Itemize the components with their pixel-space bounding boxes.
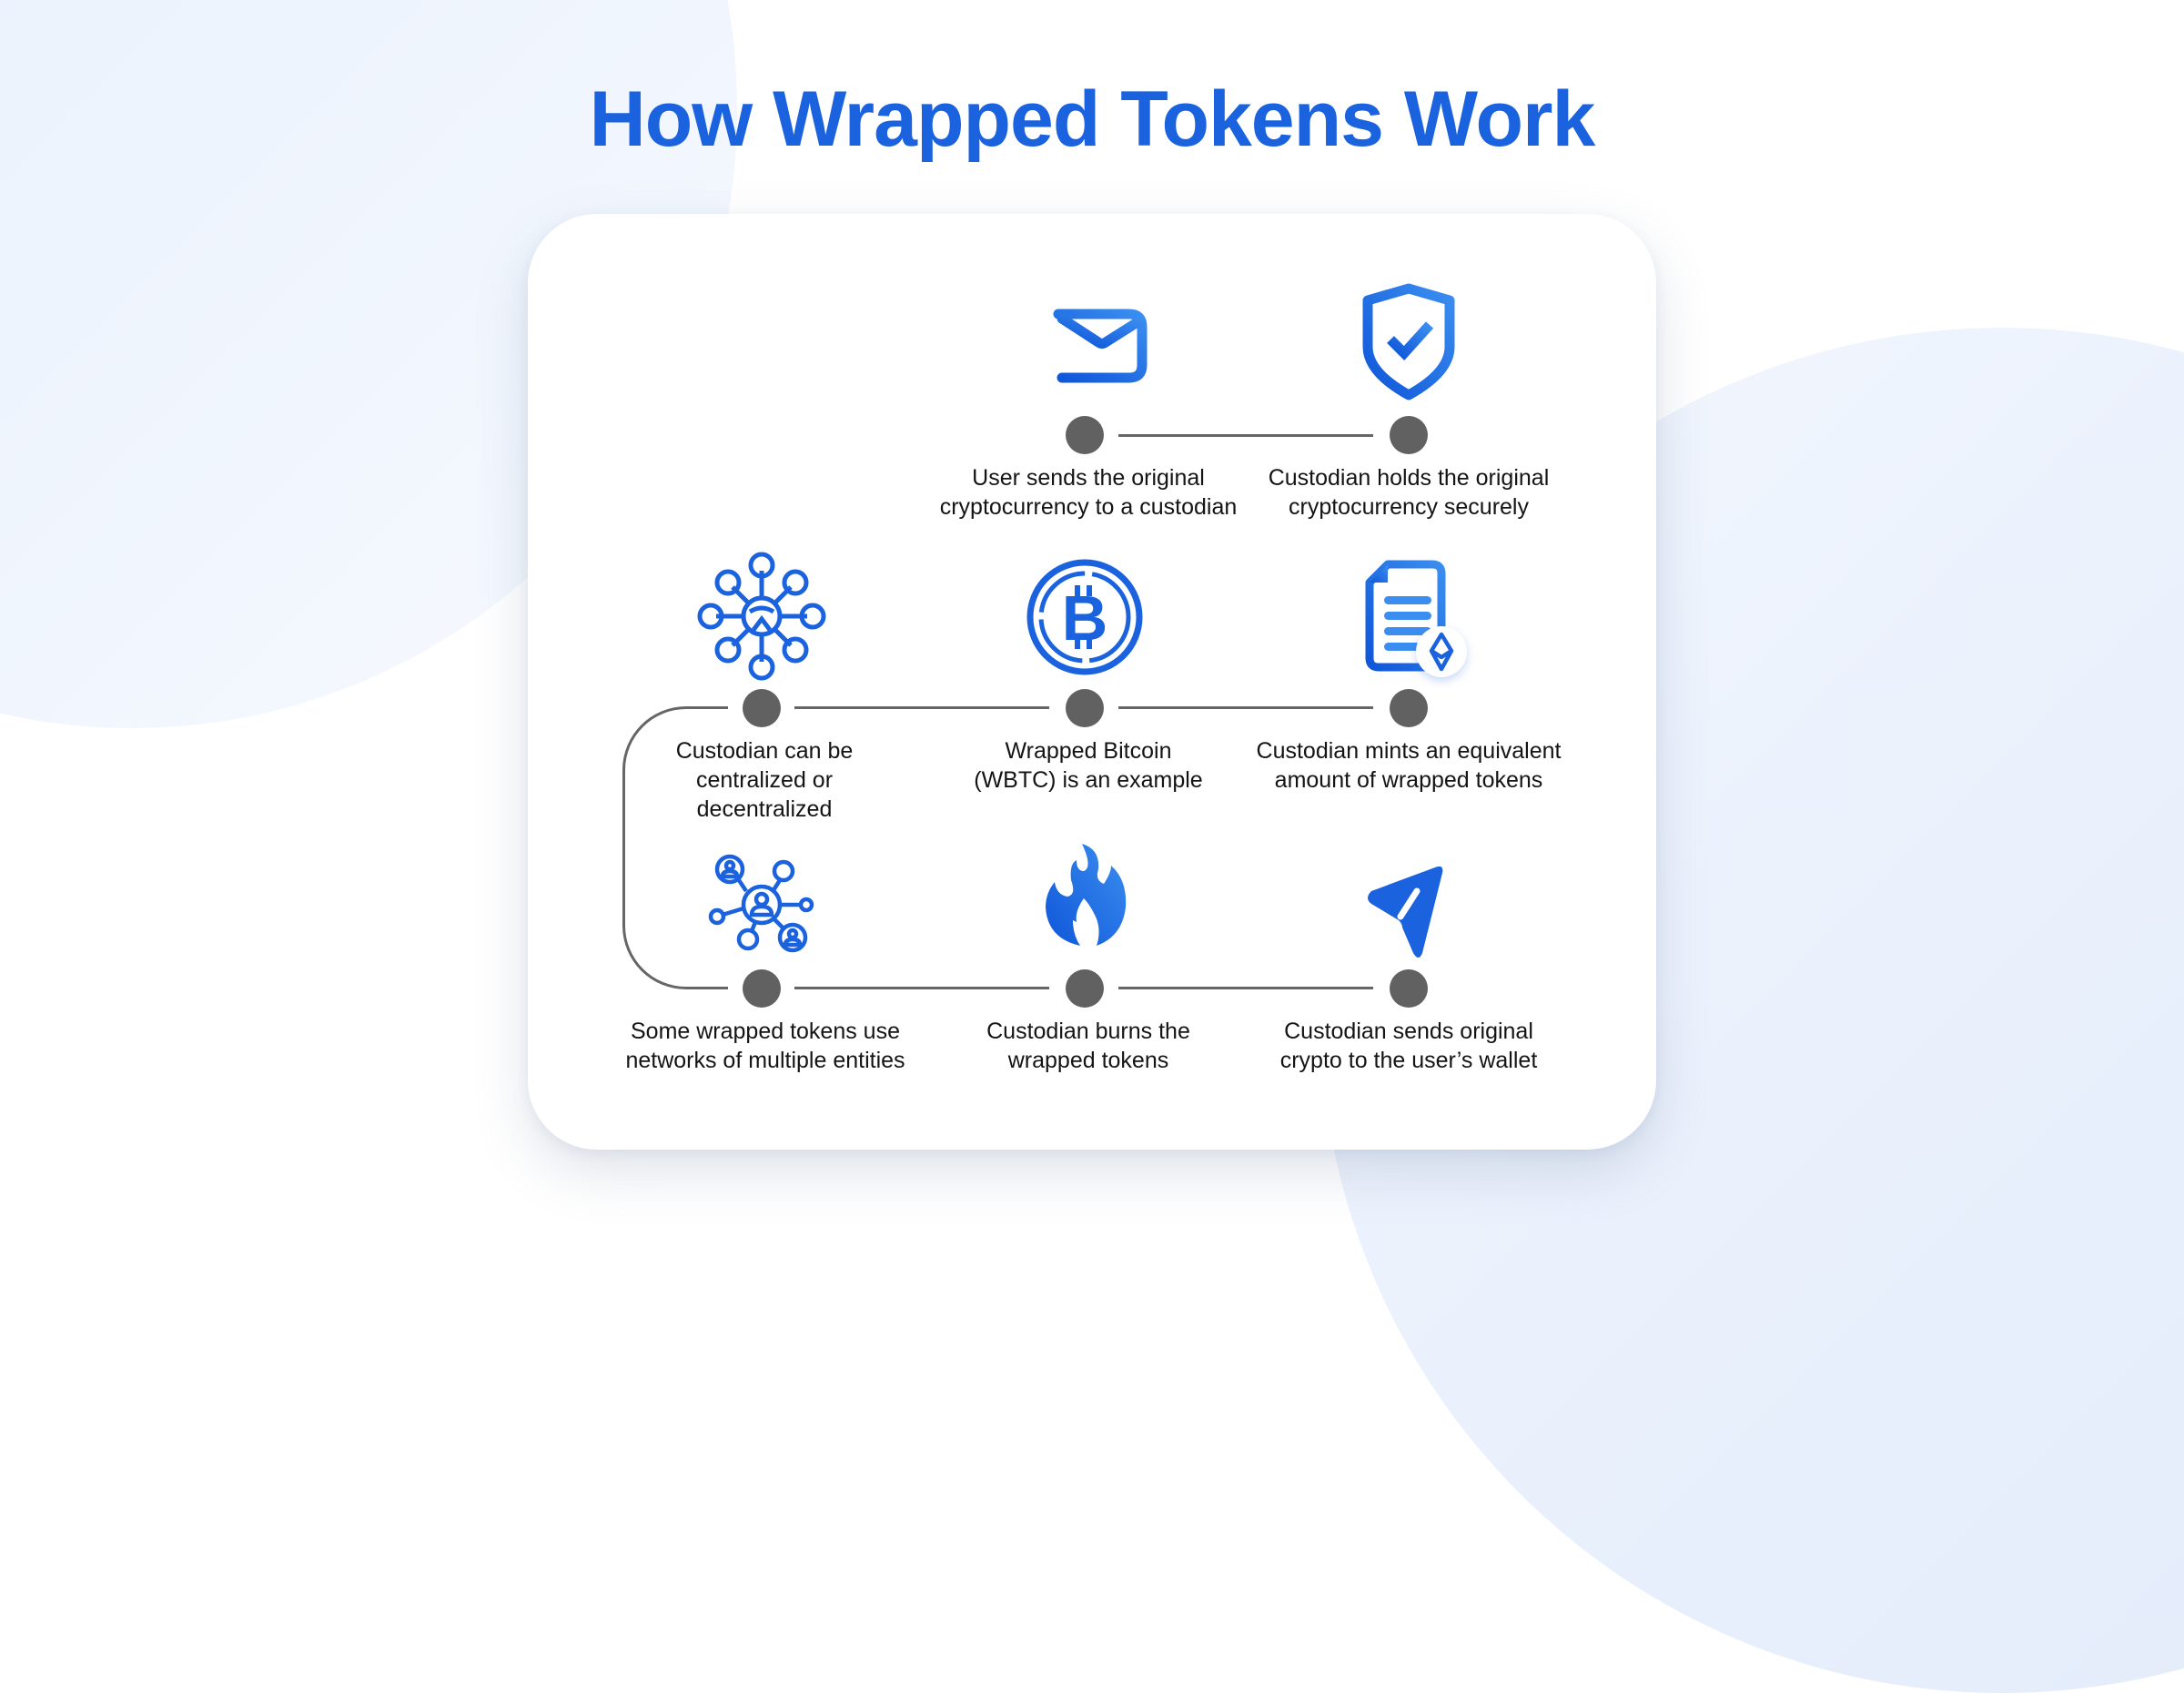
step-5-line3: decentralized <box>696 796 833 822</box>
page-title: How Wrapped Tokens Work <box>589 76 1596 163</box>
step-label-7: Custodian burns the wrapped tokens <box>915 1017 1261 1075</box>
hub-network-icon <box>693 548 830 684</box>
step-8-line1: Custodian sends original <box>1284 1019 1533 1044</box>
shield-check-icon <box>1340 270 1477 407</box>
svg-text:B: B <box>1062 583 1108 654</box>
step-2-line2: cryptocurrency securely <box>1289 494 1529 520</box>
step-dot-7 <box>1066 969 1104 1008</box>
step-dot-6 <box>743 969 781 1008</box>
step-5-line2: centralized or <box>695 767 834 793</box>
step-dot-8 <box>1390 969 1428 1008</box>
step-dot-1 <box>1066 416 1104 454</box>
step-label-5: Custodian can be centralized or decentra… <box>592 736 937 824</box>
connector-row2-left <box>794 706 1049 709</box>
step-label-3: Custodian mints an equivalent amount of … <box>1236 736 1582 795</box>
bitcoin-coin-icon: B <box>1016 549 1153 685</box>
step-label-8: Custodian sends original crypto to the u… <box>1236 1017 1582 1075</box>
step-5-line1: Custodian can be <box>675 738 854 764</box>
step-4-line2: (WBTC) is an example <box>974 767 1203 793</box>
document-ethereum-icon <box>1348 551 1484 687</box>
connector-loop <box>622 706 728 989</box>
connector-row2-right <box>1118 706 1373 709</box>
step-7-line1: Custodian burns the <box>986 1019 1190 1044</box>
step-label-1: User sends the original cryptocurrency t… <box>915 463 1261 522</box>
connector-row3-right <box>1118 987 1373 989</box>
email-send-icon <box>1015 270 1151 407</box>
user-network-icon <box>693 836 830 973</box>
step-label-4: Wrapped Bitcoin (WBTC) is an example <box>915 736 1261 795</box>
connector-row1 <box>1118 434 1373 437</box>
step-label-6: Some wrapped tokens use networks of mult… <box>592 1017 938 1075</box>
step-6-line2: networks of multiple entities <box>625 1048 905 1073</box>
step-dot-2 <box>1390 416 1428 454</box>
step-8-line2: crypto to the user’s wallet <box>1279 1048 1538 1073</box>
paper-plane-icon <box>1342 835 1479 971</box>
step-dot-4 <box>1066 689 1104 727</box>
step-2-line1: Custodian holds the original <box>1268 465 1550 491</box>
step-7-line2: wrapped tokens <box>1007 1048 1169 1073</box>
connector-row3-left <box>794 987 1049 989</box>
step-dot-5 <box>743 689 781 727</box>
step-3-line2: amount of wrapped tokens <box>1274 767 1543 793</box>
step-label-2: Custodian holds the original cryptocurre… <box>1236 463 1582 522</box>
step-1-line1: User sends the original <box>972 465 1205 491</box>
step-6-line1: Some wrapped tokens use <box>630 1019 900 1044</box>
step-dot-3 <box>1390 689 1428 727</box>
step-3-line1: Custodian mints an equivalent <box>1256 738 1562 764</box>
fire-icon <box>1016 824 1153 960</box>
step-4-line1: Wrapped Bitcoin <box>1005 738 1172 764</box>
step-1-line2: cryptocurrency to a custodian <box>939 494 1238 520</box>
